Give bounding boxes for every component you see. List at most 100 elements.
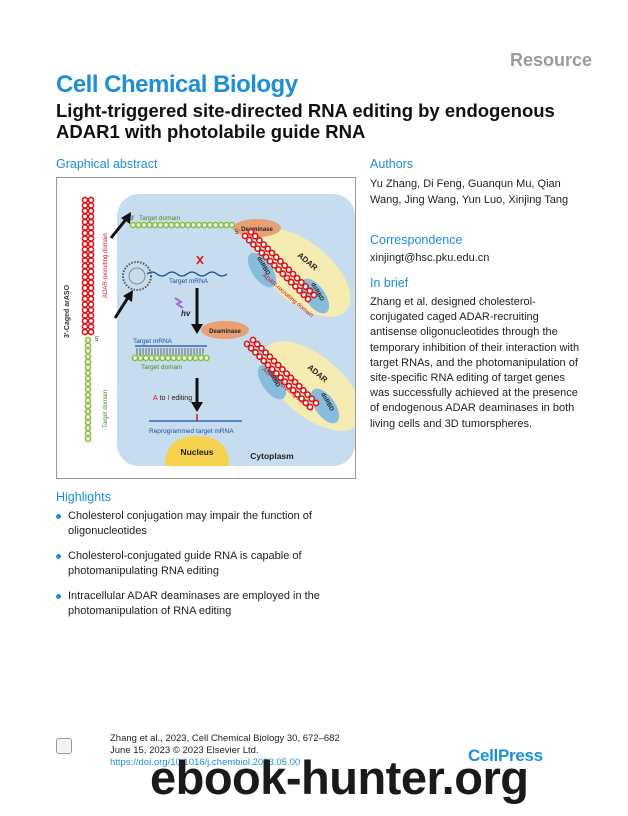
nucleotide-bead	[129, 221, 137, 229]
light-bolt-icon	[174, 297, 184, 309]
nucleotide-bead	[295, 382, 303, 390]
nucleotide-bead	[175, 354, 183, 362]
nucleotide-bead	[87, 312, 95, 319]
nucleotide-bead	[256, 353, 263, 360]
crossmark-icon[interactable]	[56, 738, 72, 754]
nucleotide-bead	[281, 378, 289, 386]
nucleotide-bead	[179, 221, 186, 229]
nucleotide-bead	[170, 354, 177, 362]
nucleotide-bead	[87, 328, 95, 336]
arrowhead-diagonal-2	[121, 212, 131, 224]
nucleotide-bead	[87, 229, 95, 237]
nucleotide-bead	[81, 290, 89, 297]
nucleotide-bead	[168, 221, 175, 229]
bullet-icon	[56, 514, 61, 519]
nucleotide-bead	[87, 284, 95, 292]
nucleotide-bead	[81, 251, 89, 259]
nucleotide-bead	[283, 274, 291, 282]
nucleotide-bead	[283, 370, 290, 377]
nucleotide-bead	[81, 301, 89, 308]
nucleotide-bead	[277, 374, 284, 381]
correspondence-heading: Correspondence	[370, 233, 463, 247]
nucleotide-bead	[87, 262, 95, 270]
a-to-i-text: to	[160, 395, 166, 402]
nucleotide-bead	[87, 306, 95, 314]
nucleotide-bead	[201, 221, 208, 229]
nucleotide-bead	[302, 283, 309, 290]
nucleotide-bead	[81, 213, 89, 220]
nucleotide-bead	[84, 353, 92, 360]
nucleotide-bead	[249, 241, 257, 248]
nucleotide-bead	[293, 274, 301, 282]
nucleotide-bead	[137, 354, 144, 362]
journal-name[interactable]: Cell Chemical Biology	[56, 71, 298, 98]
nucleotide-bead	[276, 258, 284, 265]
nucleotide-bead	[164, 354, 172, 362]
nucleotide-bead	[285, 266, 293, 274]
editing-text: editing	[171, 395, 192, 402]
correspondence-email[interactable]: xinjingt@hsc.pku.edu.cn	[370, 252, 490, 264]
nucleotide-bead	[87, 323, 95, 330]
nucleotide-bead	[131, 354, 139, 362]
nucleotide-bead	[278, 365, 286, 373]
nucleotide-bead	[142, 354, 150, 362]
in-brief-text: Zhang et al. designed cholesterol-conjug…	[370, 296, 580, 430]
nucleotide-bead	[81, 202, 89, 209]
nucleotide-bead	[260, 357, 268, 365]
nucleotide-bead	[87, 279, 95, 286]
nucleotide-bead	[81, 328, 89, 336]
highlight-text: Cholesterol conjugation may impair the f…	[68, 510, 312, 537]
nucleotide-bead	[81, 218, 89, 226]
nucleotide-bead	[87, 290, 95, 297]
nucleotide-bead	[249, 336, 257, 344]
target-mrna-top-label: Target mRNA	[169, 278, 209, 285]
nucleotide-bead	[87, 240, 95, 248]
nucleotide-bead	[243, 340, 251, 348]
nucleotide-bead	[281, 262, 288, 269]
nucleotide-bead	[251, 232, 259, 240]
article-type: Resource	[509, 50, 592, 70]
nucleotide-bead	[255, 237, 263, 244]
nucleotide-bead	[84, 419, 92, 426]
nucleotide-bead	[245, 236, 253, 244]
highlight-item: Intracellular ADAR deaminases are employ…	[56, 589, 346, 619]
nucleotide-bead	[87, 268, 95, 275]
nucleotide-bead	[84, 391, 92, 399]
nucleotide-bead	[146, 221, 153, 229]
nucleotide-bead	[289, 270, 297, 278]
nucleotide-bead	[87, 202, 95, 209]
highlight-item: Cholesterol-conjugated guide RNA is capa…	[56, 549, 346, 579]
hv-label: hv	[181, 309, 191, 318]
arrow-diagonal-1	[113, 295, 131, 319]
reprogrammed-label: Reprogrammed target mRNA	[149, 428, 234, 435]
nucleotide-bead	[84, 380, 92, 388]
nucleotide-bead	[87, 196, 95, 204]
nucleotide-bead	[87, 218, 95, 226]
nucleotide-bead	[296, 287, 303, 294]
nucleotide-bead	[81, 273, 89, 281]
citation-block: Zhang et al., 2023, Cell Chemical Biolog…	[110, 733, 340, 769]
nucleotide-bead	[84, 386, 92, 393]
highlights-heading: Highlights	[56, 490, 111, 504]
nucleotide-bead	[81, 262, 89, 270]
nucleotide-bead	[192, 354, 199, 362]
citation-line-2: June 15, 2023 © 2023 Elsevier Ltd.	[110, 745, 259, 756]
nucleotide-bead	[84, 408, 92, 415]
nucleotide-bead	[190, 221, 197, 229]
nucleotide-bead	[84, 430, 92, 437]
arrowhead-down-1	[191, 324, 203, 334]
nucleotide-bead	[81, 312, 89, 319]
nucleotide-bead	[81, 246, 89, 253]
doi-link[interactable]: https://doi.org/10.1016/j.chembiol.2023.…	[110, 757, 301, 768]
nucleotide-bead	[84, 397, 92, 404]
nucleotide-bead	[298, 395, 305, 402]
target-mrna-mid-label: Target mRNA	[133, 338, 173, 345]
nucleotide-bead	[247, 344, 255, 352]
nucleotide-bead	[266, 353, 274, 361]
nucleotide-bead	[84, 364, 92, 371]
highlight-item: Cholesterol conjugation may impair the f…	[56, 509, 346, 539]
nucleotide-bead	[258, 249, 266, 257]
nucleotide-bead	[272, 253, 280, 261]
nucleotide-bead	[297, 279, 305, 286]
